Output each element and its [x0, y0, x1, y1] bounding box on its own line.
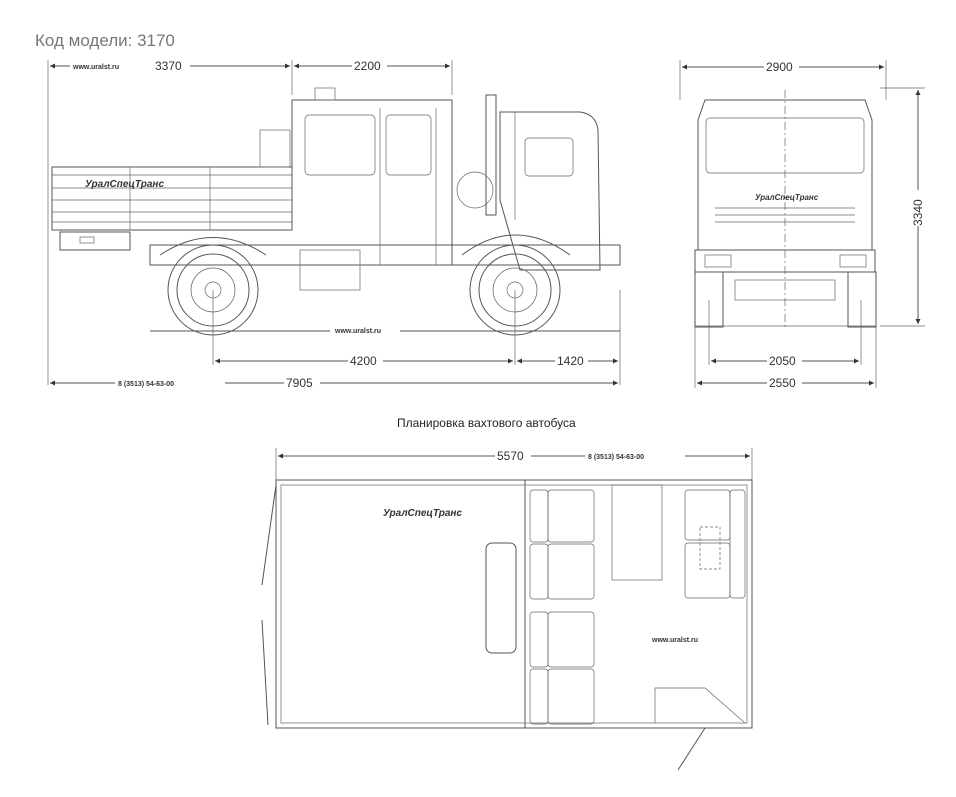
side-view: www.uralst.ru 3370 2200 УралСпецТранс — [47, 59, 621, 390]
dim-2200: 2200 — [354, 59, 381, 73]
watermark-plan: www.uralst.ru — [651, 637, 698, 644]
logo-front: УралСпецТранс — [755, 193, 819, 202]
phone-plan: 8 (3513) 54-63-00 — [588, 454, 644, 461]
phone-side: 8 (3513) 54-63-00 — [118, 381, 174, 388]
plan-caption: Планировка вахтового автобуса — [397, 416, 576, 430]
dim-3340: 3340 — [911, 199, 925, 226]
dim-2050: 2050 — [769, 354, 796, 368]
dim-5570: 5570 — [497, 449, 524, 463]
dim-7905: 7905 — [286, 376, 313, 390]
rear-wheel — [167, 244, 259, 336]
dim-1420: 1420 — [557, 354, 584, 368]
dim-2900: 2900 — [766, 60, 793, 74]
logo-plan: УралСпецТранс — [383, 508, 462, 519]
watermark-ground: www.uralst.ru — [334, 328, 381, 335]
logo-side: УралСпецТранс — [85, 179, 164, 190]
dim-2550: 2550 — [769, 376, 796, 390]
plan-view: Планировка вахтового автобуса 5570 8 (35… — [261, 416, 753, 771]
model-code-title: Код модели: 3170 — [35, 31, 175, 50]
watermark-top: www.uralst.ru — [72, 64, 119, 71]
dim-4200: 4200 — [350, 354, 377, 368]
dim-3370: 3370 — [155, 59, 182, 73]
front-view: 2900 3340 УралСпецТранс 2050 2550 — [679, 60, 926, 390]
